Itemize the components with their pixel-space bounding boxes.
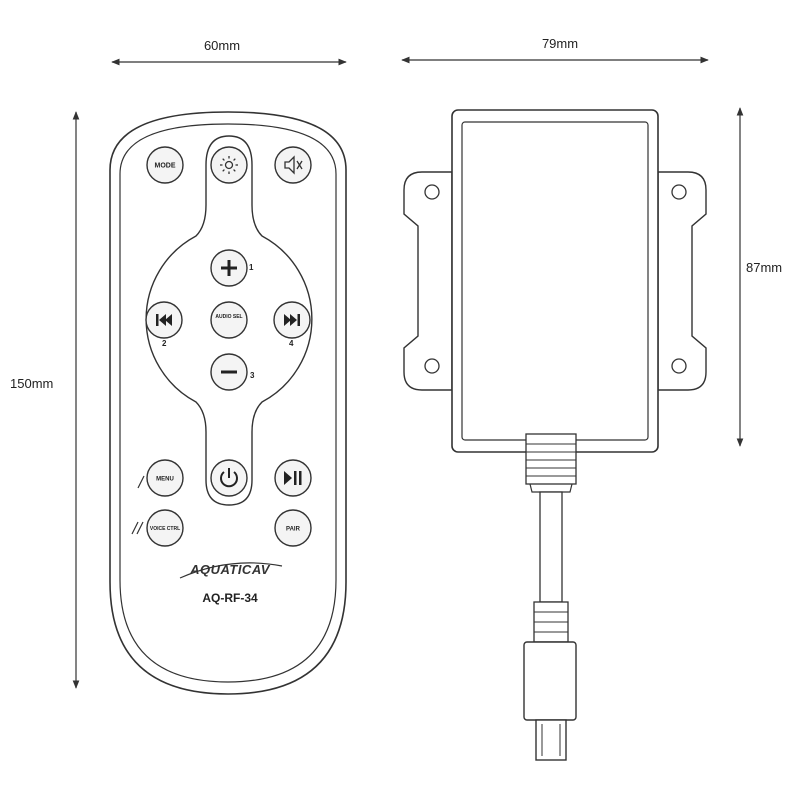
next-track-icon xyxy=(284,314,300,326)
receiver-housing xyxy=(451,109,659,453)
model-label: AQ-RF-34 xyxy=(202,591,258,605)
remote-control xyxy=(109,111,347,695)
remote-width-label: 60mm xyxy=(204,38,240,53)
connector-tip xyxy=(535,719,567,761)
remote-height-label: 150mm xyxy=(10,376,53,391)
mounting-flange xyxy=(403,171,453,391)
remote-height-dimension: 150mm xyxy=(10,111,80,689)
brand-logo: AQUATICAV xyxy=(189,562,271,577)
mode-button-label: MODE xyxy=(155,163,176,170)
plus-icon xyxy=(221,260,237,276)
mute-button[interactable] xyxy=(274,146,312,184)
power-icon xyxy=(220,468,238,488)
mute-icon xyxy=(284,155,303,175)
menu-button[interactable] xyxy=(146,459,184,497)
mount-hole-top-right xyxy=(671,184,687,200)
number-1: 1 xyxy=(249,263,254,272)
light-button[interactable] xyxy=(210,146,248,184)
receiver-width-dimension: 79mm xyxy=(401,36,709,64)
pair-button[interactable] xyxy=(274,509,312,547)
remote-body-inner xyxy=(119,123,337,683)
remote-keypad-outline xyxy=(145,135,313,506)
receiver-width-label: 79mm xyxy=(542,36,578,51)
pair-button-label: PAIR xyxy=(286,527,301,533)
mount-hole-top-left xyxy=(424,184,440,200)
play-pause-button[interactable] xyxy=(274,459,312,497)
voice-button-label: VOICE CTRL xyxy=(150,526,180,532)
voice-button[interactable] xyxy=(146,509,184,547)
mounting-flange-right xyxy=(657,171,707,391)
sun-icon xyxy=(220,156,238,174)
brand-swoosh xyxy=(179,562,283,579)
receiver-unit xyxy=(403,109,707,761)
audio-select-label: AUDIO SEL xyxy=(215,314,242,320)
receiver-height-dimension: 87mm xyxy=(736,107,782,447)
connector-body xyxy=(523,641,577,721)
mode-button[interactable] xyxy=(146,146,184,184)
mount-hole-bottom-right xyxy=(671,358,687,374)
mount-hole-bottom-left xyxy=(424,358,440,374)
play-pause-icon xyxy=(284,471,302,485)
number-4: 4 xyxy=(289,339,294,348)
audio-select-button[interactable] xyxy=(210,301,248,339)
side-marks xyxy=(131,475,145,535)
number-3: 3 xyxy=(250,371,255,380)
cable xyxy=(539,491,563,603)
receiver-height-label: 87mm xyxy=(746,260,782,275)
menu-button-label: MENU xyxy=(156,477,174,483)
prev-track-icon xyxy=(156,314,172,326)
remote-body-outer xyxy=(109,111,347,695)
number-2: 2 xyxy=(162,339,167,348)
remote-width-dimension: 60mm xyxy=(111,38,347,66)
